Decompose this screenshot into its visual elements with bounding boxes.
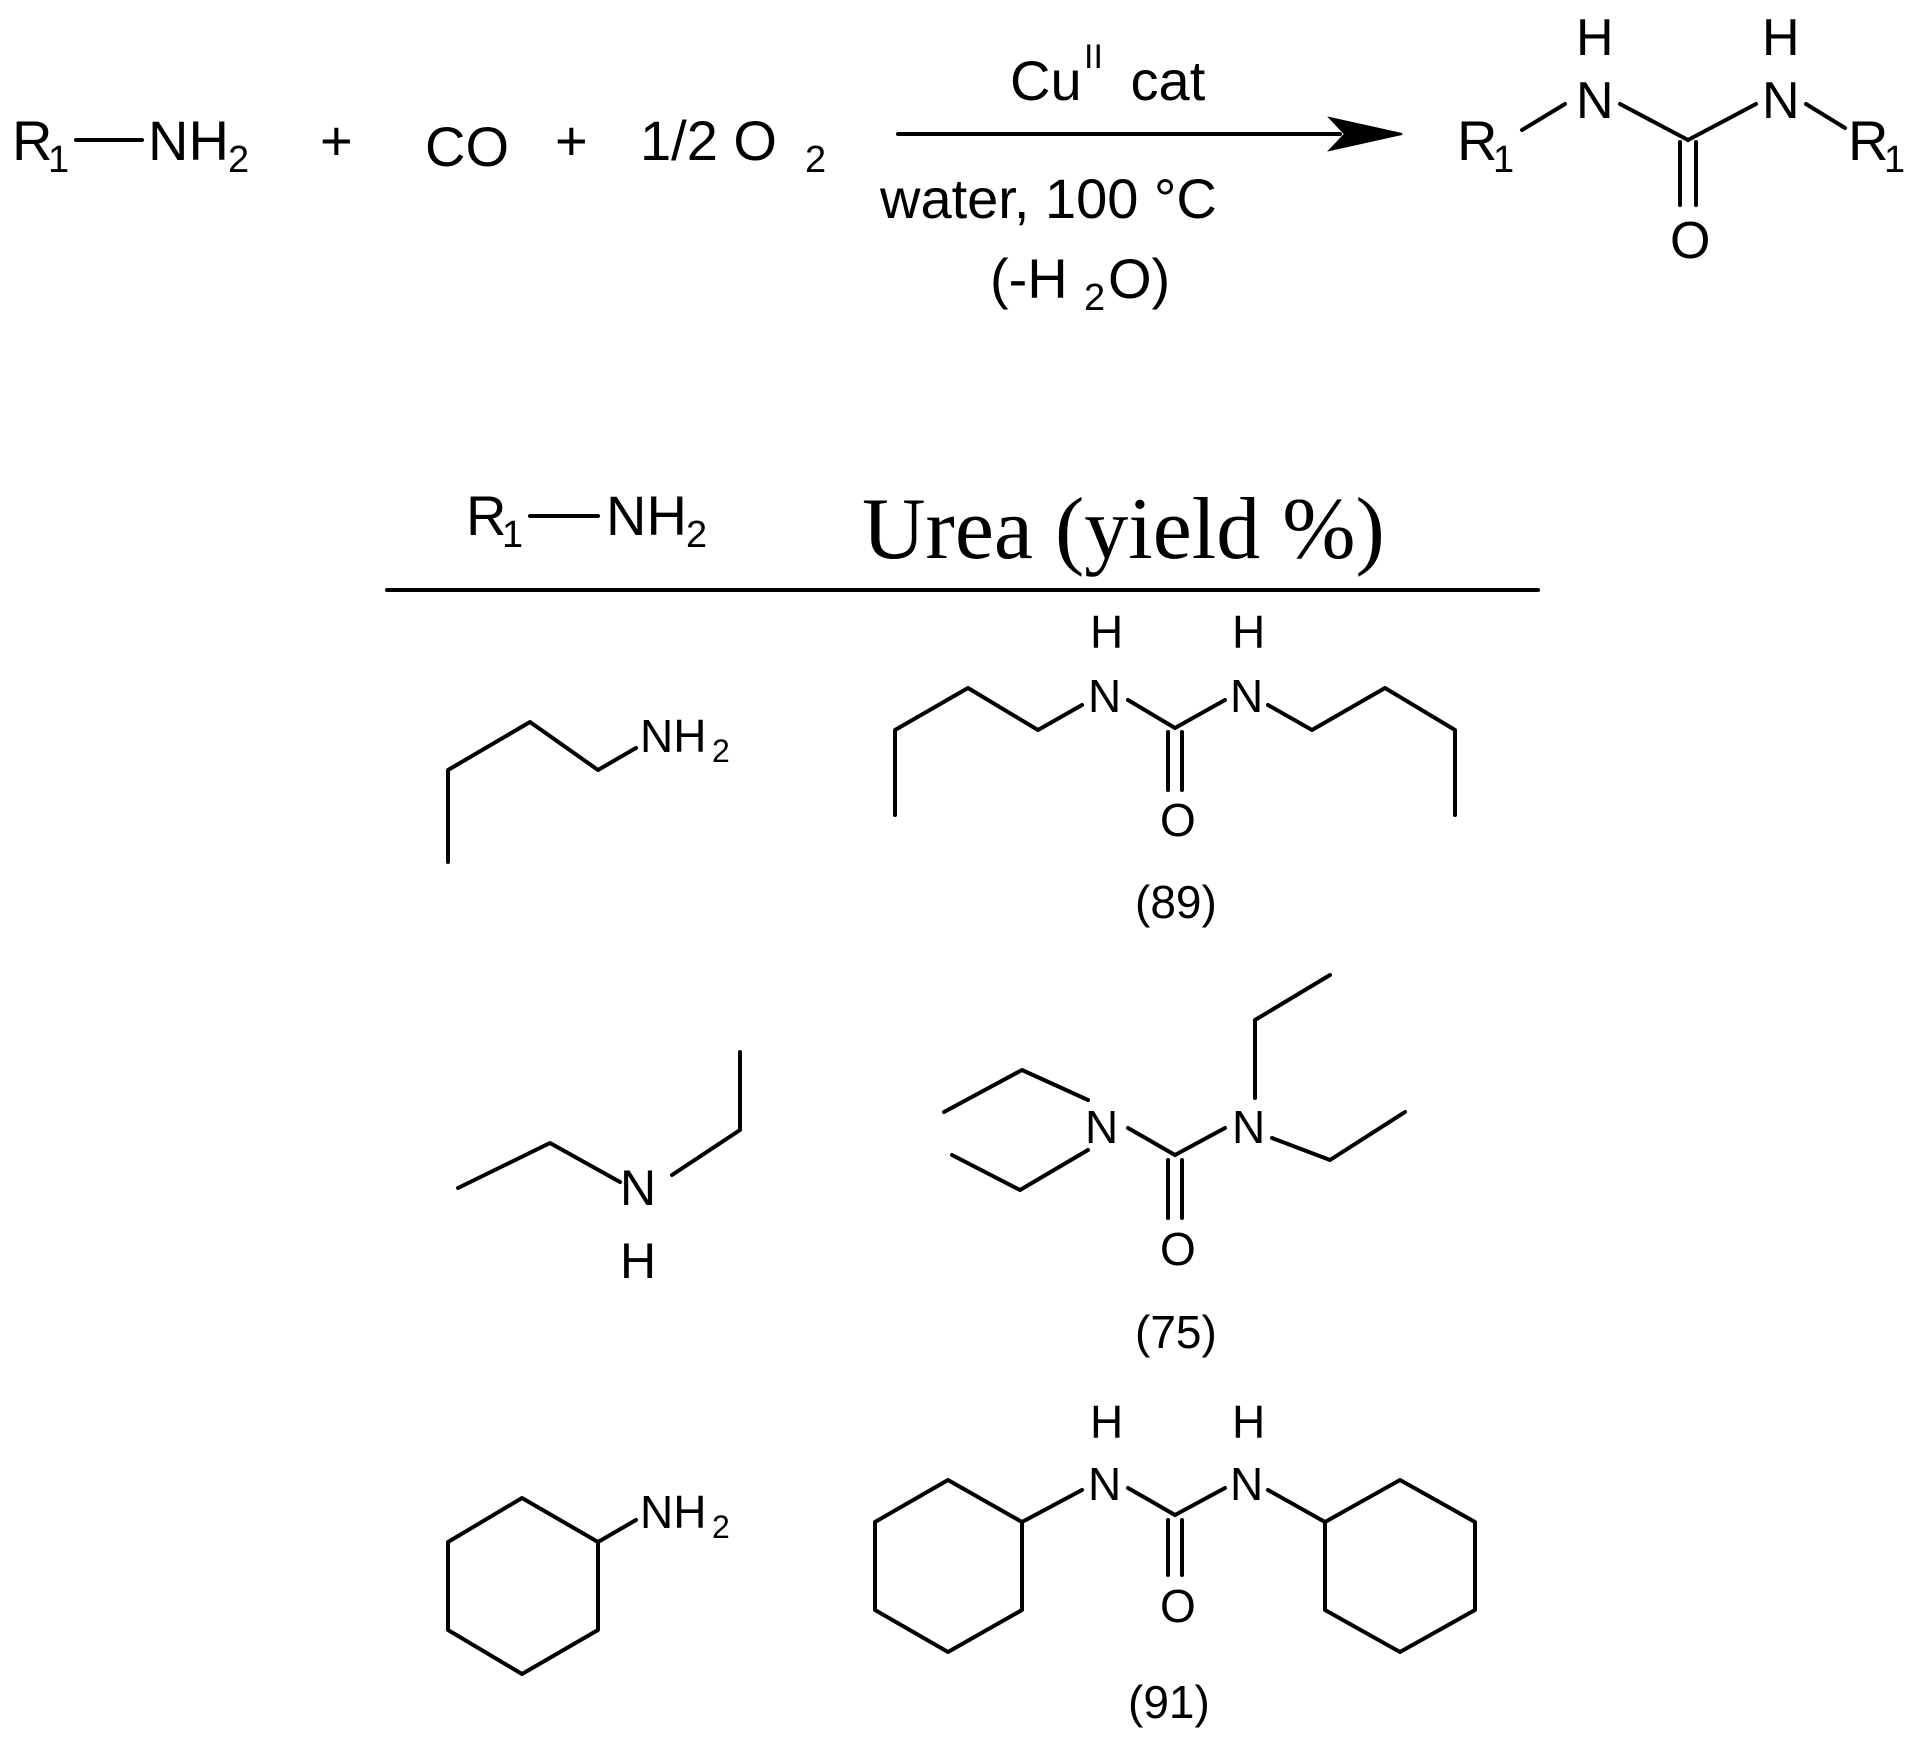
amine-nh: NH (640, 710, 706, 762)
product-bond (1520, 102, 1567, 132)
amine-n: N (620, 1160, 656, 1216)
urea-right-chain (1266, 686, 1457, 817)
amine-nh: NH (640, 1486, 706, 1538)
amine-nh-sub: 2 (712, 733, 730, 769)
urea-left-chain (893, 686, 1084, 817)
conditions-label: water, 100 °C (879, 167, 1217, 230)
amine-nh: NH (148, 109, 229, 172)
plus-sign: + (555, 109, 588, 172)
catalyst-oxidation-state: II (1084, 38, 1103, 76)
amine-nh-sub: 2 (712, 1509, 730, 1545)
urea-bond (1173, 1486, 1227, 1517)
catalyst-label: Cu (1010, 49, 1082, 112)
product-r-right: R (1848, 109, 1888, 172)
table-row: NH 2 H N O H N (91) (446, 1396, 1477, 1728)
urea-bond (1173, 698, 1227, 730)
oxygen-coefficient: 1/2 O (640, 109, 777, 172)
product-h-right: H (1762, 9, 1800, 67)
byproduct-close: O) (1108, 247, 1170, 310)
amine-r: R (12, 109, 52, 172)
product-bond (1618, 102, 1690, 142)
urea-right-lower-ethyl (1270, 1110, 1407, 1162)
urea-oxygen: O (1160, 1580, 1196, 1632)
yield-label: (91) (1128, 1676, 1210, 1728)
amine-nh-sub: 2 (228, 139, 249, 181)
product-r-right-sub: 1 (1884, 139, 1905, 181)
urea-h-left: H (1090, 606, 1123, 658)
urea-bond (1020, 1488, 1084, 1524)
urea-n-right: N (1230, 670, 1263, 722)
urea-h-left: H (1090, 1396, 1123, 1448)
byproduct-open: (-H (990, 247, 1068, 310)
product-oxygen: O (1670, 212, 1710, 270)
urea-n-left: N (1088, 670, 1121, 722)
cyclohexane-ring (873, 1478, 1024, 1654)
table-row: N H N O N (75) (456, 973, 1407, 1358)
carbon-monoxide: CO (425, 115, 509, 178)
urea-bond (1126, 1486, 1177, 1517)
product-h-left: H (1576, 9, 1614, 67)
urea-product: R 1 H N O H N R 1 (1457, 9, 1905, 270)
urea-n-left: N (1088, 1458, 1121, 1510)
urea-h-right: H (1232, 606, 1265, 658)
product-r-left-sub: 1 (1493, 139, 1514, 181)
header-amine-r-sub: 1 (502, 514, 523, 556)
oxygen-sub: 2 (805, 139, 826, 181)
yield-label: (89) (1135, 876, 1217, 928)
header-amine-nh-sub: 2 (686, 514, 707, 556)
urea-left-lower-ethyl (950, 1148, 1090, 1192)
yield-label: (75) (1135, 1306, 1217, 1358)
amine-r-sub: 1 (48, 139, 69, 181)
plus-sign: + (320, 109, 353, 172)
amine-bond (596, 1518, 638, 1544)
urea-oxygen: O (1160, 794, 1196, 846)
butylamine-chain (446, 720, 638, 864)
reaction-equation: R 1 NH 2 + CO + 1/2 O 2 Cu II cat water,… (12, 9, 1905, 319)
cyclohexane-ring (446, 1496, 600, 1676)
header-urea-yield: Urea (yield %) (862, 481, 1385, 578)
product-n-left: N (1576, 72, 1614, 130)
product-bond (1804, 102, 1847, 130)
urea-bond (1266, 1488, 1327, 1524)
urea-n-right: N (1232, 1101, 1265, 1153)
urea-oxygen: O (1160, 1223, 1196, 1275)
product-n-right: N (1762, 72, 1800, 130)
diethylamine-left-ethyl (456, 1141, 622, 1190)
urea-bond (1126, 698, 1177, 730)
urea-bond (1126, 1126, 1177, 1157)
arrow-head (1327, 116, 1403, 152)
amine-h: H (620, 1233, 656, 1289)
cyclohexane-ring (1323, 1478, 1477, 1654)
diethylamine-right-ethyl (670, 1050, 742, 1177)
urea-n-left: N (1085, 1101, 1118, 1153)
urea-right-upper-ethyl (1253, 973, 1332, 1100)
urea-bond (1173, 1126, 1227, 1157)
table-row: NH 2 H N O H N (89) (446, 606, 1457, 928)
urea-h-right: H (1232, 1396, 1265, 1448)
table-header: R 1 NH 2 Urea (yield %) (385, 481, 1540, 592)
product-r-left: R (1457, 109, 1497, 172)
urea-left-upper-ethyl (942, 1068, 1090, 1114)
urea-n-right: N (1230, 1458, 1263, 1510)
catalyst-suffix: cat (1115, 49, 1206, 112)
header-amine-nh: NH (606, 484, 687, 547)
product-bond (1686, 102, 1758, 142)
byproduct-sub: 2 (1084, 277, 1105, 319)
header-amine-r: R (466, 484, 506, 547)
